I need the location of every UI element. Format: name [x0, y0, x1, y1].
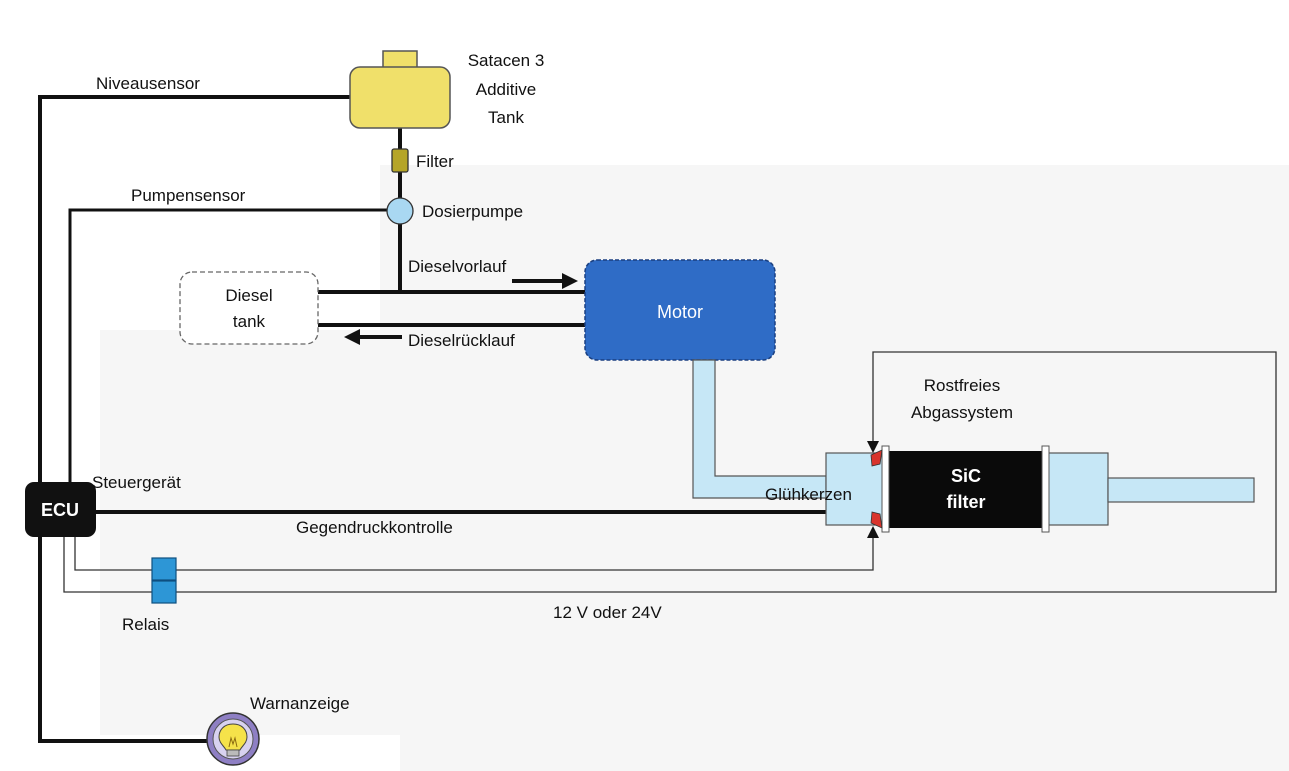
exhaust-tailpipe	[1107, 477, 1255, 503]
pump-sensor-wire	[68, 208, 387, 492]
arrow-left-icon	[344, 329, 402, 345]
level-sensor-label: Niveausensor	[96, 74, 200, 93]
glow-plug-lower	[870, 511, 883, 529]
dosing-pump-label: Dosierpumpe	[422, 202, 523, 221]
voltage-label: 12 V oder 24V	[553, 603, 662, 622]
diesel-tank-label-1: Diesel	[225, 286, 272, 305]
ecu	[25, 482, 96, 537]
sic-filter	[888, 451, 1046, 528]
pump-sensor-label: Pumpensensor	[131, 186, 246, 205]
filter-flange-right	[1041, 445, 1050, 533]
additive-tank-cap	[382, 50, 418, 69]
relay	[151, 557, 177, 604]
diesel-return-label: Dieselrücklauf	[408, 331, 515, 350]
exhaust-label-2: Abgassystem	[911, 403, 1013, 422]
exhaust-system	[692, 359, 1255, 526]
additive-tank-label-3: Tank	[488, 108, 524, 127]
exhaust-label-1: Rostfreies	[924, 376, 1001, 395]
level-sensor-wire	[38, 95, 352, 502]
additive-tank	[349, 50, 451, 129]
supply-loop-wire	[63, 351, 1277, 593]
diesel-supply-label: Dieselvorlauf	[408, 257, 507, 276]
warning-label: Warnanzeige	[250, 694, 350, 713]
diesel-tank-label-2: tank	[233, 312, 266, 331]
motor	[584, 259, 776, 361]
wires	[38, 95, 828, 743]
arrow-down-icon	[867, 441, 879, 453]
arrow-up-icon	[867, 526, 879, 538]
sic-filter-label-2: filter	[946, 492, 985, 512]
exhaust-inlet-housing	[825, 452, 889, 526]
filter-flange-left	[881, 445, 890, 533]
warning-wire	[38, 528, 210, 743]
additive-tank-label-1: Satacen 3	[468, 51, 545, 70]
diesel-tank	[179, 271, 319, 345]
glow-plug-upper	[870, 449, 883, 467]
ecu-label: ECU	[41, 500, 79, 520]
glow-plug-power-wire	[176, 536, 874, 571]
control-unit-label: Steuergerät	[92, 473, 181, 492]
additive-tank-label-2: Additive	[476, 80, 536, 99]
additive-tank-body	[349, 66, 451, 129]
dosing-pump	[386, 197, 414, 225]
arrow-right-icon	[512, 273, 578, 289]
filter-label: Filter	[416, 152, 454, 171]
back-pressure-label: Gegendruckkontrolle	[296, 518, 453, 537]
relay-control-wire	[74, 535, 152, 571]
glow-plugs-label: Glühkerzen	[765, 485, 852, 504]
light-bulb-icon	[218, 723, 248, 757]
additive-filter	[391, 148, 409, 173]
relay-label: Relais	[122, 615, 169, 634]
exhaust-outlet-housing	[1045, 452, 1109, 526]
motor-label: Motor	[657, 302, 703, 322]
sic-filter-label-1: SiC	[951, 466, 981, 486]
